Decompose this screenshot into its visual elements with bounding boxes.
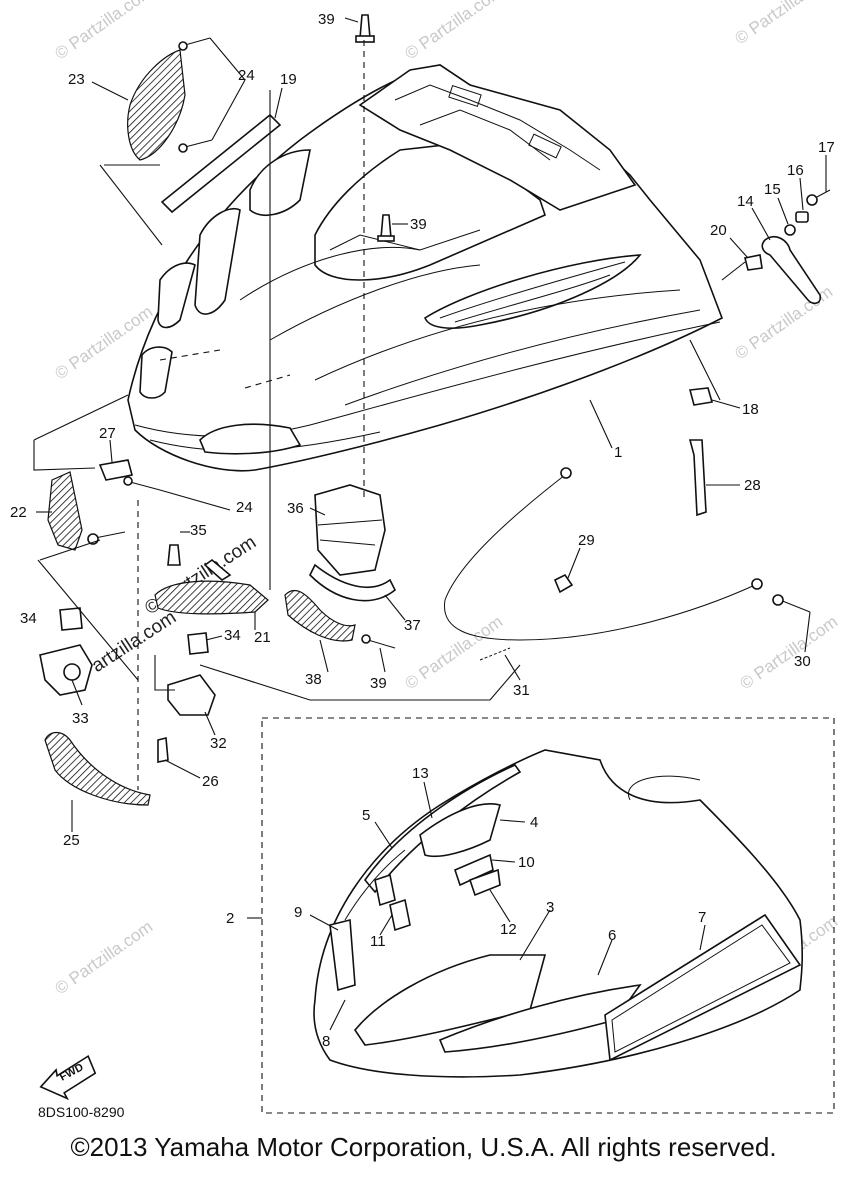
part-39-rivet-mid <box>377 214 395 242</box>
callout-4: 4 <box>530 814 538 831</box>
part-18-clip <box>688 387 714 406</box>
part-34-nut <box>59 607 83 631</box>
part-39-rivet-lower <box>361 634 396 649</box>
callout-17: 17 <box>818 139 835 156</box>
part-21-grille <box>154 580 269 615</box>
callout-29: 29 <box>578 532 595 549</box>
part-32-bracket <box>167 674 216 716</box>
part-38-grille <box>284 589 356 642</box>
callout-32: 32 <box>210 735 227 752</box>
callout-25: 25 <box>63 832 80 849</box>
callout-19: 19 <box>280 71 297 88</box>
callout-34: 34 <box>224 627 241 644</box>
callout-3: 3 <box>546 899 554 916</box>
callout-11: 11 <box>370 933 386 950</box>
part-16-nut <box>795 211 809 223</box>
part-37-seal <box>309 563 397 602</box>
part-15-washer <box>784 224 796 236</box>
watermark: © Partzilla.com <box>736 612 841 693</box>
callout-38: 38 <box>305 671 322 688</box>
callout-13: 13 <box>412 765 429 782</box>
part-26-rivet <box>157 736 169 763</box>
fwd-arrow: FWD <box>39 1054 97 1101</box>
callout-23: 23 <box>68 71 85 88</box>
callout-16: 16 <box>787 162 804 179</box>
part-22-panel <box>47 471 83 551</box>
callout-24: 24 <box>238 67 255 84</box>
callout-6: 6 <box>608 927 616 944</box>
watermark: © Partzilla.com <box>401 0 506 63</box>
part-36-duct <box>314 484 386 576</box>
callout-8: 8 <box>322 1033 330 1050</box>
watermark: © Partzilla.com <box>51 917 156 998</box>
part-24-screws <box>178 37 213 153</box>
callout-9: 9 <box>294 904 302 921</box>
diagram-code: 8DS100-8290 <box>38 1104 125 1120</box>
callout-34: 34 <box>20 610 37 627</box>
callout-39: 39 <box>410 216 427 233</box>
callout-7: 7 <box>698 909 706 926</box>
part-27-clip <box>98 459 133 481</box>
callout-35: 35 <box>190 522 207 539</box>
callout-2: 2 <box>226 910 234 927</box>
callout-1: 1 <box>614 444 622 461</box>
part-28-cable-tie <box>688 439 707 517</box>
callout-14: 14 <box>737 193 754 210</box>
callout-10: 10 <box>518 854 535 871</box>
copyright-notice: ©2013 Yamaha Motor Corporation, U.S.A. A… <box>70 1132 777 1162</box>
callout-22: 22 <box>10 504 27 521</box>
callout-36: 36 <box>287 500 304 517</box>
part-24-rivet-right <box>203 558 232 581</box>
callout-12: 12 <box>500 921 517 938</box>
callout-30: 30 <box>794 653 811 670</box>
inset-part-2 <box>247 717 835 1114</box>
callout-28: 28 <box>744 477 761 494</box>
part-20-grommet <box>744 254 763 271</box>
hood-assembly <box>127 64 724 472</box>
callout-39: 39 <box>318 11 335 28</box>
part-23-panel <box>127 49 186 161</box>
part-25-trim <box>44 731 151 806</box>
callout-33: 33 <box>72 710 89 727</box>
part-35-screw <box>87 531 181 566</box>
inset-frame <box>261 717 835 1114</box>
part-14-bracket <box>761 235 822 305</box>
callout-labels: 39 23 24 19 17 16 15 14 20 39 18 1 27 22… <box>10 11 835 1050</box>
part-17-screw <box>806 189 831 206</box>
callout-5: 5 <box>362 807 370 824</box>
callout-15: 15 <box>764 181 781 198</box>
callout-37: 37 <box>404 617 421 634</box>
watermark: © Partzilla.com <box>731 282 836 363</box>
callout-18: 18 <box>742 401 759 418</box>
callout-20: 20 <box>710 222 727 239</box>
part-39-rivet-top <box>355 14 375 43</box>
leader-lines <box>33 17 827 832</box>
callout-39: 39 <box>370 675 387 692</box>
part-24-rivet-left <box>123 476 161 491</box>
part-cable <box>443 467 811 661</box>
callout-26: 26 <box>202 773 219 790</box>
callout-31: 31 <box>513 682 530 699</box>
dashed-lines <box>137 40 365 790</box>
callout-21: 21 <box>254 629 271 646</box>
watermark: © Partzilla.com <box>51 0 156 63</box>
part-34-nut-2 <box>187 632 209 655</box>
watermark: © Partzilla.com <box>731 0 836 48</box>
callout-24: 24 <box>236 499 253 516</box>
callout-27: 27 <box>99 425 116 442</box>
